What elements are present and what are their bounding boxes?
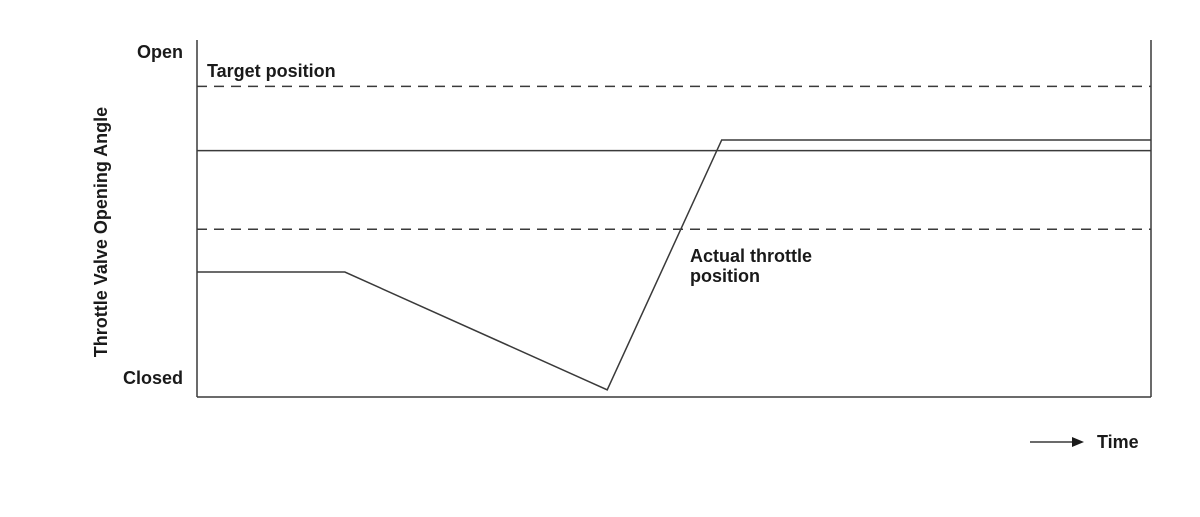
actual-throttle-label-line2: position xyxy=(690,266,760,286)
actual-throttle-line xyxy=(197,139,1151,391)
time-arrow-head xyxy=(1072,437,1084,447)
x-axis-title: Time xyxy=(1097,432,1139,452)
y-tick-closed: Closed xyxy=(123,368,183,388)
target-position-label: Target position xyxy=(207,61,336,81)
y-axis-title: Throttle Valve Opening Angle xyxy=(91,107,111,357)
y-tick-open: Open xyxy=(137,42,183,62)
actual-throttle-label-line1: Actual throttle xyxy=(690,246,812,266)
